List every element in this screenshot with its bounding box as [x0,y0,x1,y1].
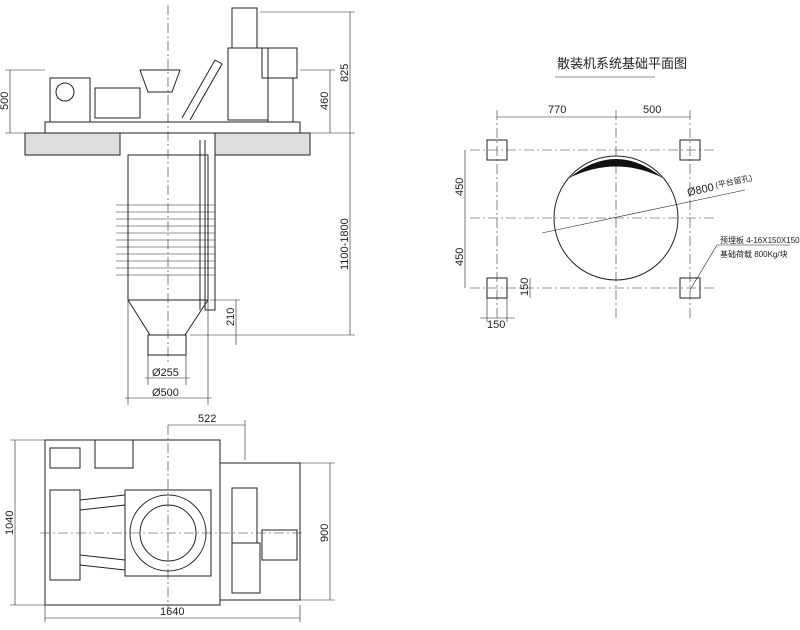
base-frame [44,121,301,134]
dim-450-top: 450 [454,178,466,196]
dim-1040: 1040 [4,511,16,535]
dim-460: 460 [319,92,331,110]
dim-500-foundation: 500 [643,104,661,116]
dim-210: 210 [225,308,237,326]
cable-pipe [199,140,216,311]
gearbox [49,77,91,123]
vent-pipe [231,7,258,49]
inclined-chute [181,59,223,121]
hole-note: (平台留孔) [714,172,753,190]
dim-line-900 [300,462,335,601]
dim-line-phi500 [125,300,212,405]
dim-line-1100-1800 [190,133,355,336]
winch-drums [49,489,81,581]
fan-motor-plan [261,529,298,561]
gearbox-plan [49,447,81,469]
fan-frame [219,462,301,601]
pulley [55,82,75,102]
dim-line-500 [5,69,45,134]
foundation-plan: 散装机系统基础平面图 Ø800 (平台留孔) 预埋板 4-16X150X150 … [454,56,800,331]
dim-1100-1800: 1100-1800 [339,218,351,270]
winch-motor [94,87,141,119]
hole-label: Ø800 [686,182,715,199]
elevation-view: 500 825 460 1100-1800 210 Ø255 Ø500 [0,5,355,405]
floor-slab-right [214,132,311,156]
feed-hopper [139,69,181,93]
dim-825: 825 [339,64,351,82]
plate-leader [689,244,790,291]
dim-phi255: Ø255 [152,367,179,379]
dim-770: 770 [548,104,566,116]
outlet-pipe [147,334,187,356]
load-label: 基础荷载 800Kg/块 [720,249,788,259]
dim-500: 500 [0,92,11,110]
dim-line-210 [210,299,240,345]
platform-hole [553,155,679,281]
dim-line-phi255 [145,355,190,385]
diameter-leader [541,189,746,234]
fan-plan [231,542,261,594]
dim-line-1640 [44,605,301,622]
belts [79,494,126,571]
plate-label: 预埋板 4-16X150X150 [720,235,800,245]
dim-1640: 1640 [160,606,184,618]
dim-900: 900 [319,524,331,542]
dim-522: 522 [198,413,216,425]
foundation-title: 散装机系统基础平面图 [557,56,687,71]
hole-shaded-segment [569,159,663,178]
dim-line-522 [168,420,246,460]
dust-pipe-plan [231,487,258,544]
dim-line-460 [300,69,335,133]
dim-150-vertical: 150 [519,278,531,296]
dim-line-825 [260,11,355,134]
plan-view: 522 1040 900 1640 [4,413,335,622]
floor-slab-left [24,132,121,156]
dim-line-1040 [10,439,45,606]
dim-150-horizontal: 150 [487,319,505,331]
dim-450-bottom: 450 [454,248,466,266]
fan-housing [267,77,294,123]
dim-phi500: Ø500 [152,387,179,399]
fan-motor [261,47,298,79]
dim-line-150-h [480,298,515,322]
bellows-rings [116,204,215,276]
motor-plan [94,439,134,469]
